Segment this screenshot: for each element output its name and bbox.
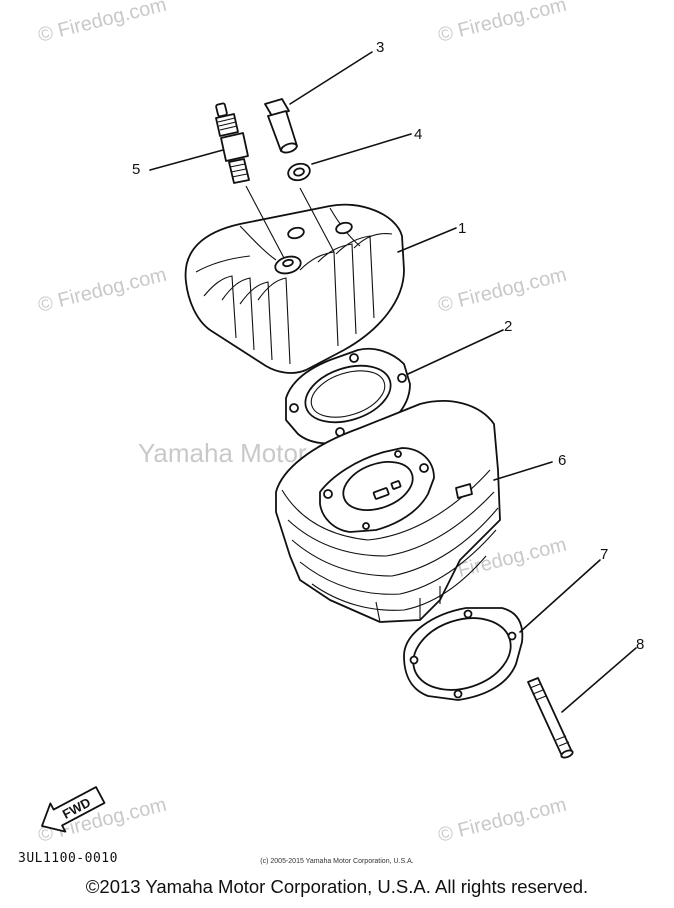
part-6-cylinder bbox=[275, 400, 501, 623]
watermark-firedog-top-right: © Firedog.com bbox=[436, 0, 569, 47]
small-credit: (c) 2005-2015 Yamaha Motor Corporation, … bbox=[260, 858, 414, 865]
watermark-firedog-top-left: © Firedog.com bbox=[36, 0, 169, 47]
callout-numbers: 1 2 3 4 5 6 7 8 bbox=[132, 39, 644, 653]
callout-7: 7 bbox=[600, 546, 608, 563]
watermark-firedog-bottom-right: © Firedog.com bbox=[436, 794, 569, 847]
callout-3: 3 bbox=[376, 39, 384, 56]
part-1-cylinder-head bbox=[184, 185, 405, 374]
watermark-firedog-mid-right: © Firedog.com bbox=[436, 264, 569, 317]
callout-4: 4 bbox=[414, 126, 422, 143]
part-3-bolt bbox=[264, 98, 298, 154]
leader-lines bbox=[149, 51, 637, 713]
copyright-notice: ©2013 Yamaha Motor Corporation, U.S.A. A… bbox=[85, 876, 589, 897]
part-5-spark-plug bbox=[215, 102, 250, 184]
part-4-washer bbox=[287, 162, 311, 182]
part-code: 3UL1100-0010 bbox=[18, 851, 118, 866]
callout-1: 1 bbox=[458, 220, 466, 237]
callout-6: 6 bbox=[558, 452, 566, 469]
part-8-stud bbox=[527, 677, 574, 759]
callout-2: 2 bbox=[504, 318, 512, 335]
callout-8: 8 bbox=[636, 636, 644, 653]
watermark-firedog-mid-left: © Firedog.com bbox=[36, 264, 169, 317]
callout-5: 5 bbox=[132, 161, 140, 178]
part-7-base-gasket bbox=[403, 607, 524, 701]
